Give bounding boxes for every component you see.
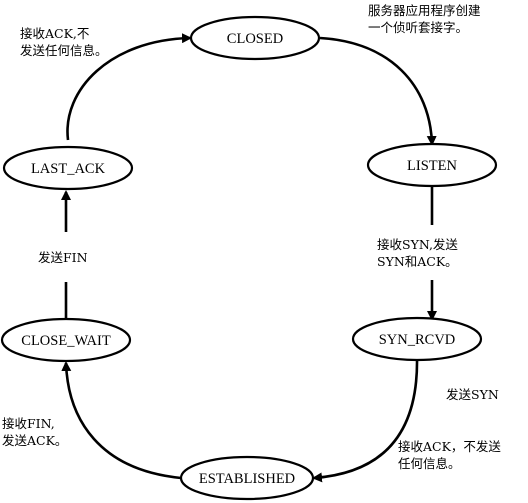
edge-established-to-closewait — [61, 361, 182, 480]
state-established: ESTABLISHED — [179, 455, 315, 501]
note-recv-ack-no-send: 接收ACK，不发送 任何信息。 — [398, 439, 505, 471]
state-closed: CLOSED — [189, 15, 321, 61]
note-recv-syn-send: 接收SYN,发送 SYN和ACK。 — [377, 237, 462, 269]
state-listen: LISTEN — [366, 142, 498, 188]
note-send-syn: 发送SYN — [446, 387, 499, 402]
edge-lastack-to-closed — [66, 33, 192, 141]
edge-synrcvd-to-established — [312, 357, 419, 483]
edge-closed-to-listen — [319, 36, 437, 146]
state-established-label: ESTABLISHED — [199, 471, 295, 487]
state-close-wait: CLOSE_WAIT — [0, 317, 132, 363]
note-send-fin: 发送FIN — [38, 250, 88, 265]
state-syn-rcvd-label: SYN_RCVD — [379, 332, 456, 348]
note-recv-fin-send-ack: 接收FIN, 发送ACK。 — [2, 416, 67, 448]
state-last-ack-label: LAST_ACK — [31, 161, 106, 177]
state-closed-label: CLOSED — [227, 31, 283, 47]
state-close-wait-label: CLOSE_WAIT — [21, 333, 111, 349]
state-syn-rcvd: SYN_RCVD — [351, 316, 483, 362]
note-recv-ack-top: 接收ACK,不 发送任何信息。 — [20, 26, 108, 58]
state-listen-label: LISTEN — [407, 158, 457, 174]
state-last-ack: LAST_ACK — [2, 145, 134, 191]
note-server-create: 服务器应用程序创建 一个侦听套接字。 — [368, 3, 485, 35]
